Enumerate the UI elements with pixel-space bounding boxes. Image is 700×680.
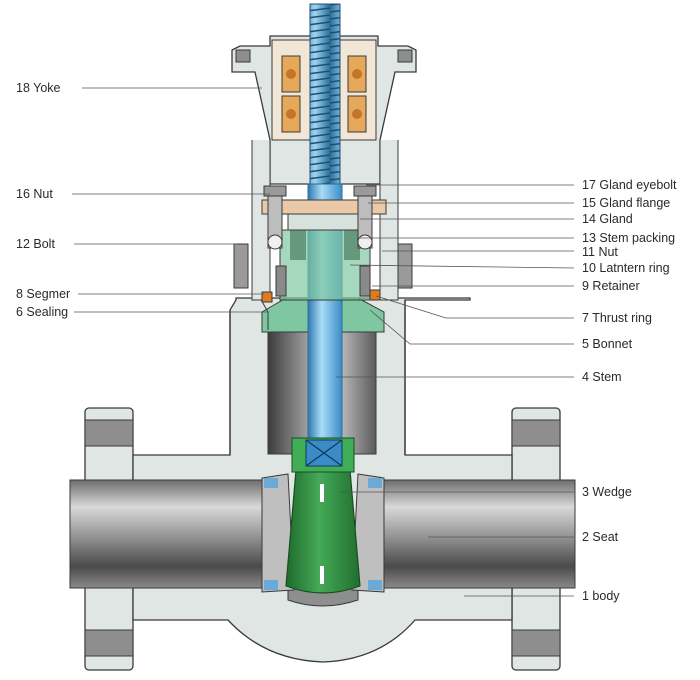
retainer-bolt xyxy=(359,265,371,297)
stem-coupling-cross xyxy=(305,439,343,467)
label-thrust-ring: 7 Thrust ring xyxy=(582,311,652,325)
label-wedge: 3 Wedge xyxy=(582,485,632,499)
leader-lantern xyxy=(349,264,575,269)
gland xyxy=(287,213,361,231)
gland-assembly xyxy=(233,185,413,303)
seat-ring xyxy=(368,580,382,590)
label-nut-11: 11 Nut xyxy=(582,245,618,259)
label-nut-16: 16 Nut xyxy=(16,187,53,201)
flange-bolt-hole xyxy=(84,419,134,447)
seat-ring xyxy=(264,478,278,488)
label-gland-flange: 15 Gland flange xyxy=(582,196,670,210)
label-lantern-ring: 10 Latntern ring xyxy=(582,261,670,275)
flange-bolt-hole xyxy=(84,629,134,657)
wedge xyxy=(285,437,361,594)
label-retainer: 9 Retainer xyxy=(582,279,640,293)
bottom-cavity xyxy=(287,587,359,607)
yoke-ear-hole xyxy=(397,49,413,63)
label-bolt: 12 Bolt xyxy=(16,237,55,251)
wedge-body xyxy=(285,469,361,594)
segment-ring xyxy=(261,291,273,303)
labels-right: 17 Gland eyebolt 15 Gland flange 14 Glan… xyxy=(582,178,677,603)
bearing-ball xyxy=(286,69,296,79)
segment-ring xyxy=(369,289,381,301)
label-yoke: 18 Yoke xyxy=(16,81,61,95)
labels-left: 18 Yoke 16 Nut 12 Bolt 8 Segmer 6 Sealin… xyxy=(16,81,70,319)
seat-ring xyxy=(264,580,278,590)
flange-bolt-hole xyxy=(511,419,561,447)
leader-thrust xyxy=(375,295,574,319)
yoke-ear-hole xyxy=(235,49,251,63)
eyebolt-eye xyxy=(267,234,283,250)
retainer-bolt xyxy=(275,265,287,297)
yoke-leg xyxy=(379,140,399,301)
label-sealing: 6 Sealing xyxy=(16,305,68,319)
leader-bonnet xyxy=(369,309,574,345)
seat-left xyxy=(261,473,295,593)
wedge-slot xyxy=(320,566,324,584)
label-gland: 14 Gland xyxy=(582,212,633,226)
stem-threaded xyxy=(309,3,341,185)
pipe-bore-left xyxy=(69,479,271,589)
label-seat: 2 Seat xyxy=(582,530,619,544)
bearing-ball xyxy=(352,109,362,119)
bearing-ball xyxy=(352,69,362,79)
seat-ring xyxy=(368,478,382,488)
bonnet-bolt xyxy=(233,243,249,289)
bonnet-shoulder xyxy=(236,297,269,330)
seats xyxy=(261,473,385,593)
body-neck xyxy=(229,300,406,455)
label-bonnet: 5 Bonnet xyxy=(582,337,633,351)
label-segmer: 8 Segmer xyxy=(16,287,70,301)
leader-lines xyxy=(72,87,575,597)
yoke-leg xyxy=(251,140,271,301)
label-stem: 4 Stem xyxy=(582,370,622,384)
nut-16 xyxy=(353,185,377,197)
pipe-bore-right xyxy=(374,479,576,589)
nut-16 xyxy=(263,185,287,197)
bearing-ball xyxy=(286,109,296,119)
label-stem-packing: 13 Stem packing xyxy=(582,231,675,245)
label-body: 1 body xyxy=(582,589,620,603)
flange-bolt-hole xyxy=(511,629,561,657)
label-gland-eyebolt: 17 Gland eyebolt xyxy=(582,178,677,192)
eyebolt-eye xyxy=(357,234,373,250)
wedge-slot xyxy=(320,484,324,502)
